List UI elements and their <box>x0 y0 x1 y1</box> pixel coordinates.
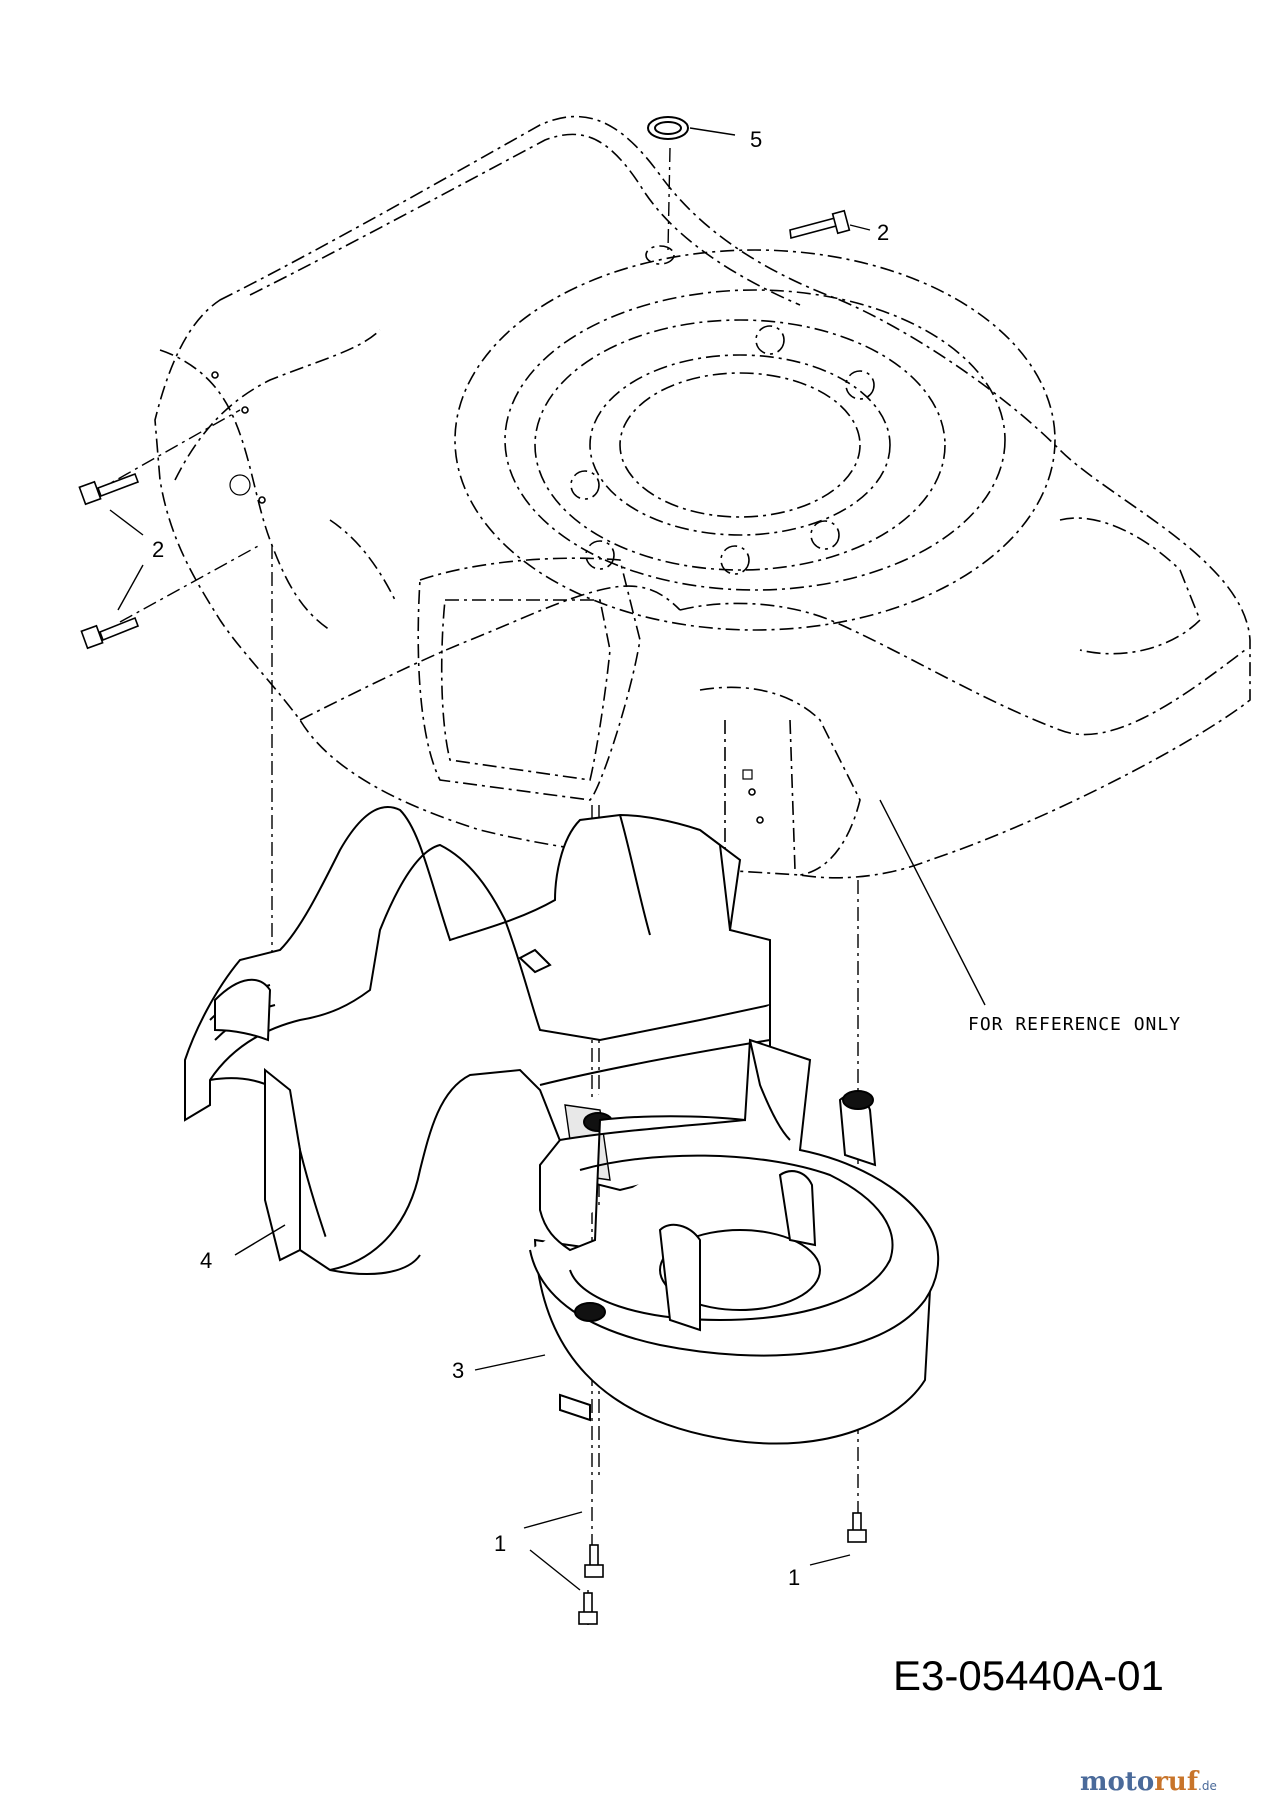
callout-5: 5 <box>750 127 762 152</box>
watermark-logo: motoruf.de <box>1080 1767 1217 1797</box>
callout-1-left: 1 <box>494 1531 506 1556</box>
bolt-1-right <box>847 1512 867 1543</box>
callout-1-right: 1 <box>788 1565 800 1590</box>
bolt-2-left-upper <box>78 472 140 506</box>
bolt-2-left-lower <box>80 616 140 650</box>
callout-4: 4 <box>200 1248 212 1273</box>
bolt-1-bottom <box>578 1592 598 1625</box>
reference-note: FOR REFERENCE ONLY <box>968 1014 1181 1035</box>
part-3-baffle <box>529 1038 940 1445</box>
callout-3: 3 <box>452 1358 464 1383</box>
washer-5 <box>647 116 689 140</box>
callout-2-top: 2 <box>877 220 889 245</box>
mower-deck-reference <box>154 115 1251 879</box>
leader-lines <box>109 127 986 1591</box>
callout-2-left: 2 <box>152 537 164 562</box>
bolt-2-top <box>789 209 851 240</box>
bolt-1-center <box>584 1544 604 1578</box>
diagram-code: E3-05440A-01 <box>893 1652 1164 1699</box>
